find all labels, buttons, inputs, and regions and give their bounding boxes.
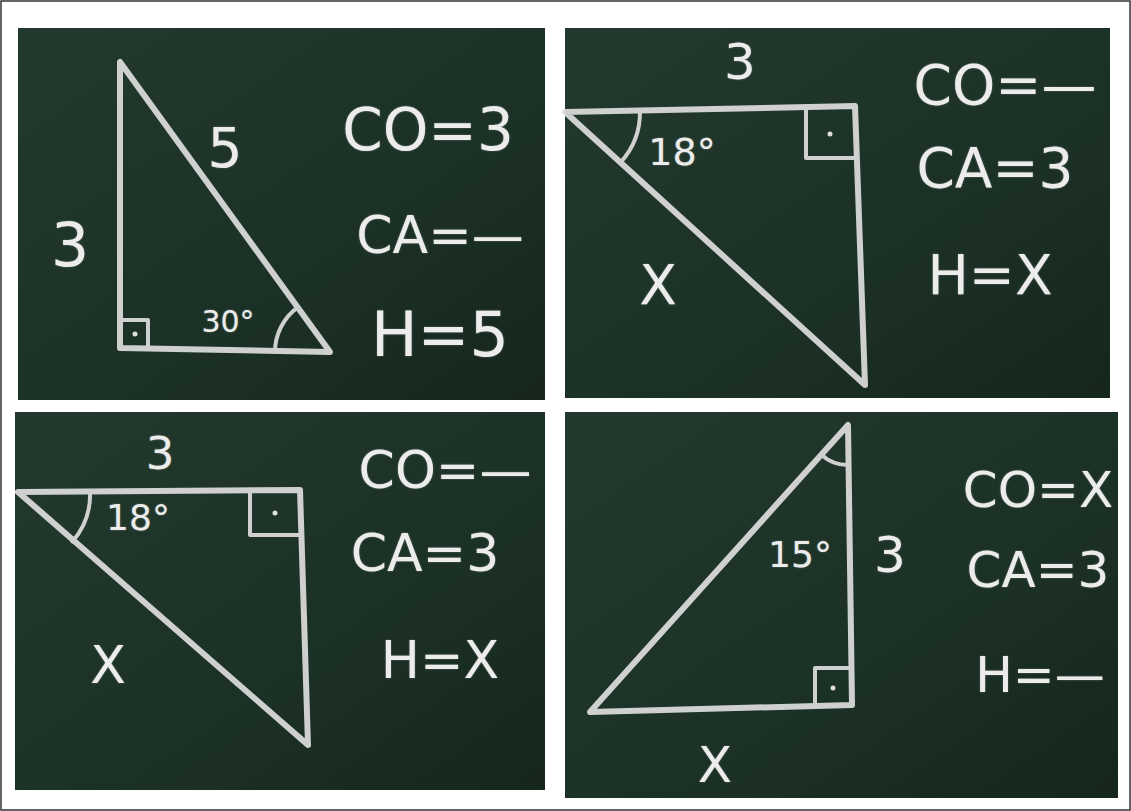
chalk-label: 3 <box>146 431 175 476</box>
chalk-label: CO=— <box>359 444 532 496</box>
angle-arc <box>621 111 641 163</box>
board-panel <box>18 28 545 400</box>
angle-arc <box>275 307 298 352</box>
chalk-label: CA=3 <box>916 141 1073 196</box>
chalk-label: 15° <box>768 537 832 573</box>
triangle <box>565 106 865 385</box>
board-panel <box>565 412 1118 798</box>
chalk-label: CA=3 <box>351 527 500 579</box>
triangle <box>120 62 330 352</box>
board-panel <box>565 28 1110 398</box>
triangle <box>18 490 308 745</box>
right-angle-mark <box>815 668 851 706</box>
chalk-label: X <box>90 639 126 691</box>
chalk-label: CA=— <box>356 209 523 261</box>
right-angle-mark <box>120 320 148 348</box>
board-panel <box>15 412 545 790</box>
chalk-label: X <box>698 740 732 790</box>
chalk-label: H=X <box>381 634 499 686</box>
chalk-label: 5 <box>208 121 243 176</box>
triangle <box>590 425 852 712</box>
right-angle-dot <box>273 511 278 516</box>
chalk-label: H=— <box>975 650 1105 700</box>
chalk-label: 18° <box>106 500 170 536</box>
chalk-label: H=X <box>927 248 1052 303</box>
chalk-label: 3 <box>724 37 756 87</box>
angle-arc <box>73 491 91 542</box>
chalk-label: 3 <box>51 215 89 275</box>
chalk-label: CA=3 <box>967 545 1110 595</box>
chalk-label: 3 <box>874 530 906 580</box>
chalk-label: CO=3 <box>342 101 514 159</box>
angle-arc <box>821 455 848 465</box>
chalk-label: H=5 <box>371 304 509 366</box>
chalk-label: 18° <box>648 133 715 171</box>
right-angle-dot <box>133 332 138 337</box>
right-angle-dot <box>828 132 833 137</box>
chalk-label: CO=X <box>963 465 1113 515</box>
right-angle-dot <box>831 686 836 691</box>
chalk-label: X <box>639 258 677 313</box>
right-angle-mark <box>250 490 300 535</box>
chalk-label: CO=— <box>914 58 1097 113</box>
chalk-label: 30° <box>201 307 254 337</box>
right-angle-mark <box>806 108 856 158</box>
